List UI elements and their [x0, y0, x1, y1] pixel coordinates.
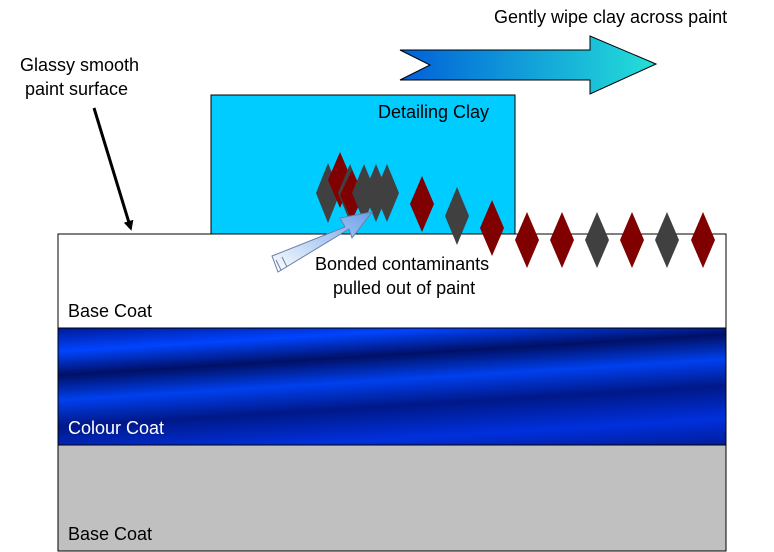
contaminants-label-line2: pulled out of paint	[333, 278, 475, 298]
wipe-direction-label: Gently wipe clay across paint	[494, 7, 727, 27]
contaminant-red	[410, 176, 434, 232]
surface-label-line1: Glassy smooth	[20, 55, 139, 75]
contaminant-red	[480, 200, 504, 256]
top-base-coat-label: Base Coat	[68, 301, 152, 321]
bottom-base-coat-layer	[57, 444, 727, 552]
surface-label-line2: paint surface	[25, 79, 128, 99]
contaminant-red	[620, 212, 644, 268]
contaminant-dark	[375, 164, 399, 222]
surface-pointer-arrow	[92, 107, 134, 231]
contaminant-red	[691, 212, 715, 268]
contaminant-dark	[445, 187, 469, 245]
wipe-direction-arrow	[399, 35, 658, 95]
contaminant-red	[550, 212, 574, 268]
pull-out-arrow	[271, 211, 374, 273]
contaminants-row	[410, 176, 715, 268]
contaminant-dark	[585, 212, 609, 268]
bottom-base-coat-label: Base Coat	[68, 524, 152, 544]
top-base-coat-layer	[57, 233, 727, 329]
colour-coat-label: Colour Coat	[68, 418, 164, 438]
contaminant-red	[515, 212, 539, 268]
colour-coat-layer	[57, 327, 727, 446]
embedded-contaminants-cluster	[316, 152, 399, 223]
detailing-clay-label: Detailing Clay	[378, 102, 489, 122]
contaminants-label-line1: Bonded contaminants	[315, 254, 489, 274]
contaminant-dark	[655, 212, 679, 268]
